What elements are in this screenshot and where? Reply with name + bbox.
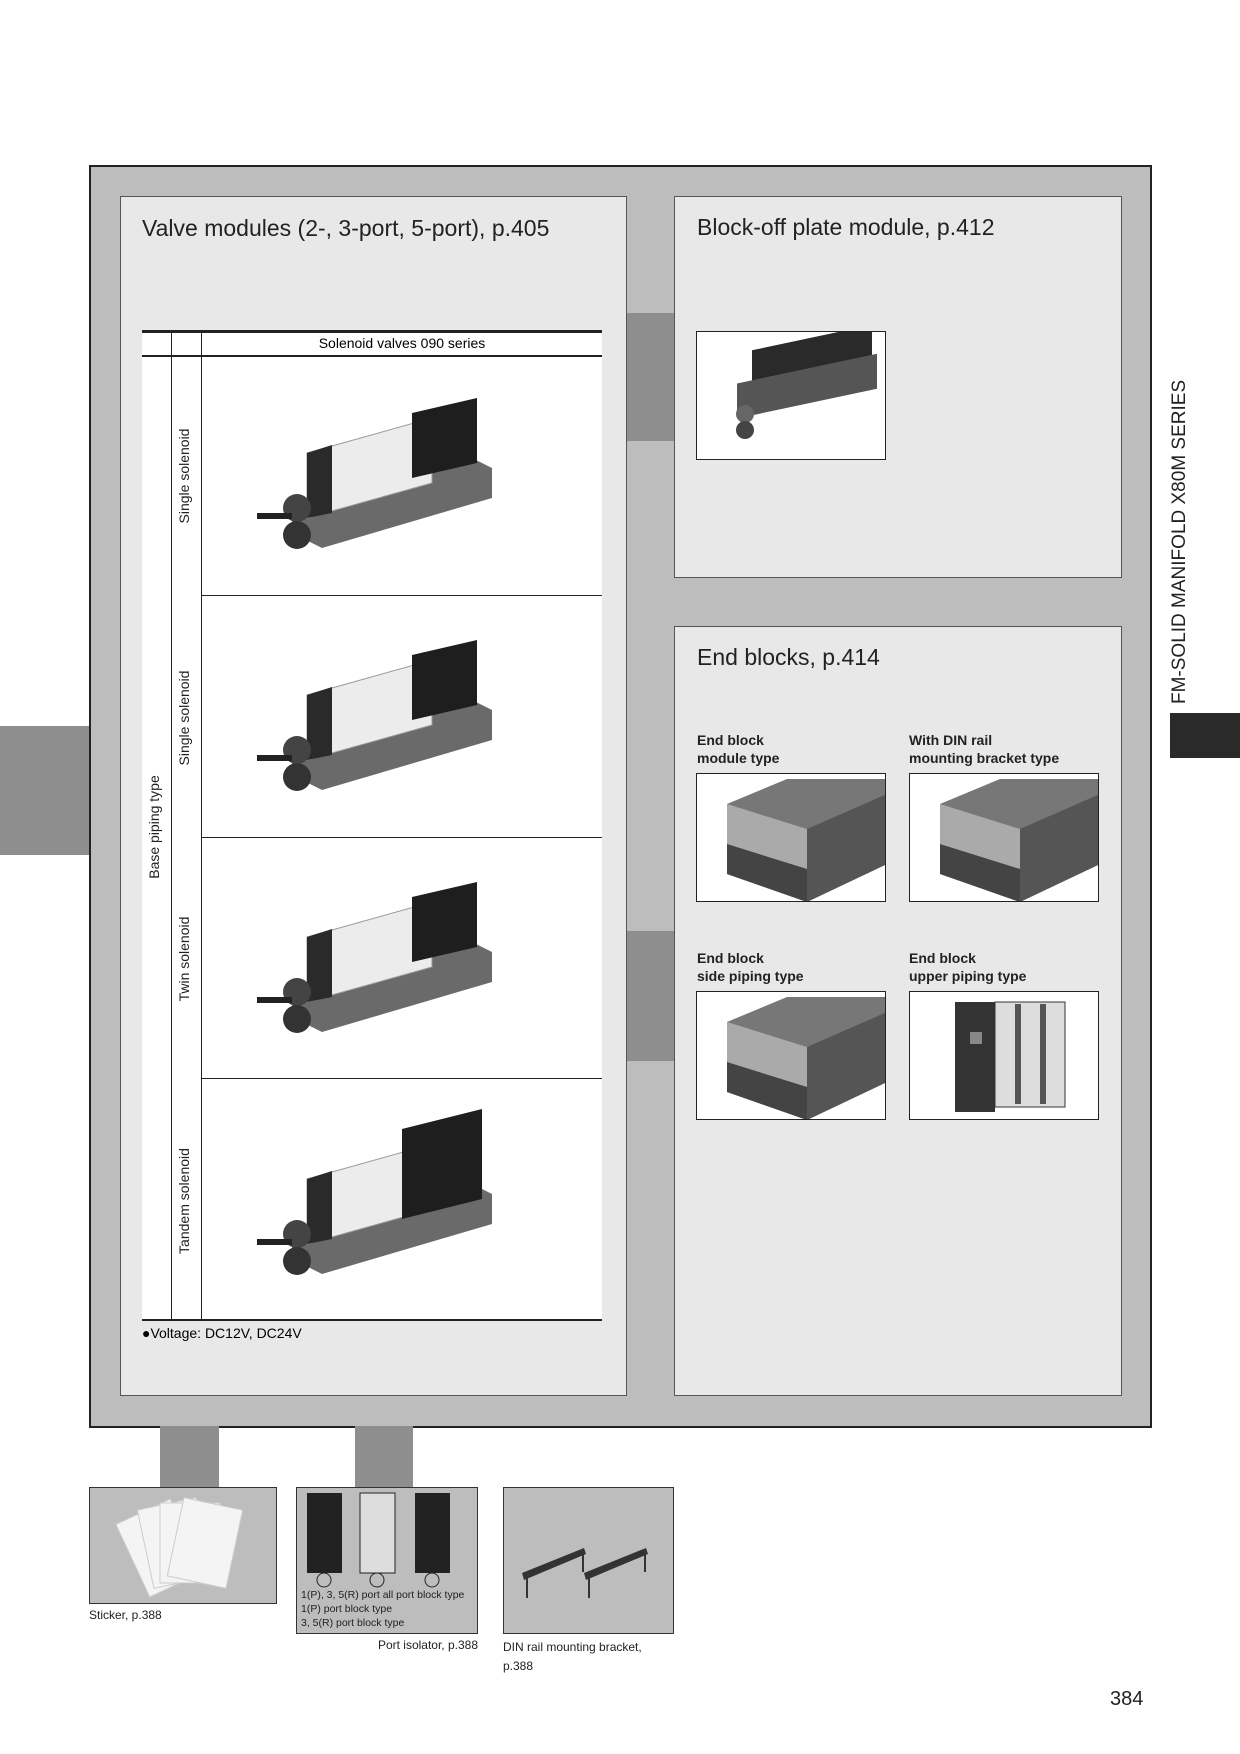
left-section-tab xyxy=(0,726,89,855)
end-block-module-type-image xyxy=(696,773,886,902)
port-isolator-image: 1(P), 3, 5(R) port all port block type 1… xyxy=(296,1487,478,1634)
din-rail-bracket-caption: DIN rail mounting bracket,p.388 xyxy=(503,1640,642,1673)
din-rail-bracket-type-image xyxy=(909,773,1099,902)
valve-table: Solenoid valves 090 series Base piping t… xyxy=(142,330,602,1321)
panel-title: End blocks, p.414 xyxy=(697,644,880,670)
single-solenoid-valve-image xyxy=(252,373,512,573)
end-block-side-piping-image xyxy=(696,991,886,1120)
voltage-note: ●Voltage: DC12V, DC24V xyxy=(142,1325,302,1341)
twin-solenoid-valve-image xyxy=(252,857,512,1057)
port-isolator-type: 1(P), 3, 5(R) port all port block type xyxy=(301,1589,465,1601)
connector-strip xyxy=(355,1426,413,1487)
row-label: Single solenoid xyxy=(176,428,192,524)
din-rail-bracket-image xyxy=(503,1487,674,1634)
sticker-caption: Sticker, p.388 xyxy=(89,1608,162,1622)
port-isolator-type: 3, 5(R) port block type xyxy=(301,1617,405,1629)
connector-strip xyxy=(626,313,674,441)
row-label: Tandem solenoid xyxy=(176,1148,192,1254)
sticker-image xyxy=(89,1487,277,1604)
row-label: Twin solenoid xyxy=(176,916,192,1002)
port-isolator-caption: Port isolator, p.388 xyxy=(377,1638,478,1652)
port-isolator-type: 1(P) port block type xyxy=(301,1603,393,1615)
tandem-solenoid-valve-image xyxy=(252,1099,512,1299)
group-label: Base piping type xyxy=(146,775,162,879)
connector-strip xyxy=(626,931,674,1061)
end-block-upper-piping-image xyxy=(909,991,1099,1120)
series-side-label: FM-SOLID MANIFOLD X80M SERIES xyxy=(1169,379,1190,704)
single-solenoid-valve-image xyxy=(252,615,512,815)
right-section-tab xyxy=(1170,713,1240,758)
column-header: Solenoid valves 090 series xyxy=(318,335,486,351)
block-off-plate-image xyxy=(696,331,886,460)
row-label: Single solenoid xyxy=(176,670,192,766)
connector-strip xyxy=(160,1426,219,1487)
panel-title: Block-off plate module, p.412 xyxy=(697,214,995,240)
page-number: 384 xyxy=(1110,1688,1144,1710)
panel-title: Valve modules (2-, 3-port, 5-port), p.40… xyxy=(142,215,550,241)
